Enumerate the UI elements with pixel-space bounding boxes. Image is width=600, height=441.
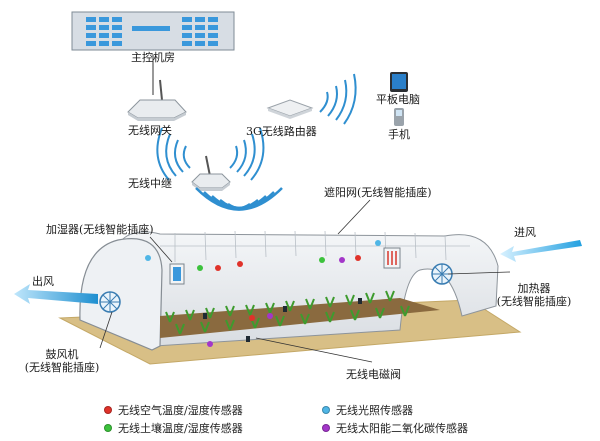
legend-item-light-sensor: 无线光照传感器 xyxy=(322,402,413,418)
legend-swatch xyxy=(322,424,330,432)
heater-icon xyxy=(384,248,400,268)
tablet-icon xyxy=(390,72,408,92)
blower-fan-icon xyxy=(100,292,120,312)
wind-in-label: 进风 xyxy=(514,226,536,239)
legend-label: 无线太阳能二氧化碳传感器 xyxy=(336,420,468,436)
phone-label: 手机 xyxy=(388,128,410,141)
shade-label: 遮阳网(无线智能插座) xyxy=(324,186,432,199)
blower-label: 鼓风机 (无线智能插座) xyxy=(12,348,112,374)
router-wifi-waves-icon xyxy=(320,74,356,124)
wind-in-arrow xyxy=(500,240,582,262)
blower-label-line1: 鼓风机 xyxy=(12,348,112,361)
relay-down-waves-icon xyxy=(196,188,282,210)
humidifier-label: 加湿器(无线智能插座) xyxy=(46,223,154,236)
legend-item-air-sensor: 无线空气温度/湿度传感器 xyxy=(104,402,243,418)
router-icon xyxy=(268,100,312,119)
tablet-label: 平板电脑 xyxy=(376,93,420,106)
legend-label: 无线光照传感器 xyxy=(336,402,413,418)
relay-label: 无线中继 xyxy=(128,177,172,190)
server-room-label: 主控机房 xyxy=(128,51,178,64)
gateway-icon xyxy=(128,80,186,121)
blower-label-line2: (无线智能插座) xyxy=(12,361,112,374)
gateway-label: 无线网关 xyxy=(128,124,172,137)
phone-icon xyxy=(394,108,404,126)
wind-out-label: 出风 xyxy=(32,275,54,288)
legend-item-soil-sensor: 无线土壤温度/湿度传感器 xyxy=(104,420,243,436)
legend-swatch xyxy=(104,424,112,432)
humidifier-icon xyxy=(170,264,184,284)
valve-label: 无线电磁阀 xyxy=(346,368,401,381)
legend-label: 无线土壤温度/湿度传感器 xyxy=(118,420,243,436)
legend-item-co2-sensor: 无线太阳能二氧化碳传感器 xyxy=(322,420,468,436)
legend-label: 无线空气温度/湿度传感器 xyxy=(118,402,243,418)
relay-icon xyxy=(192,156,230,191)
router-label: 3G无线路由器 xyxy=(246,125,317,138)
heater-label-line2: (无线智能插座) xyxy=(486,295,582,308)
heater-label-line1: 加热器 xyxy=(486,282,582,295)
legend-swatch xyxy=(322,406,330,414)
legend-swatch xyxy=(104,406,112,414)
heater-label: 加热器 (无线智能插座) xyxy=(486,282,582,308)
server-room-icon xyxy=(72,12,234,50)
